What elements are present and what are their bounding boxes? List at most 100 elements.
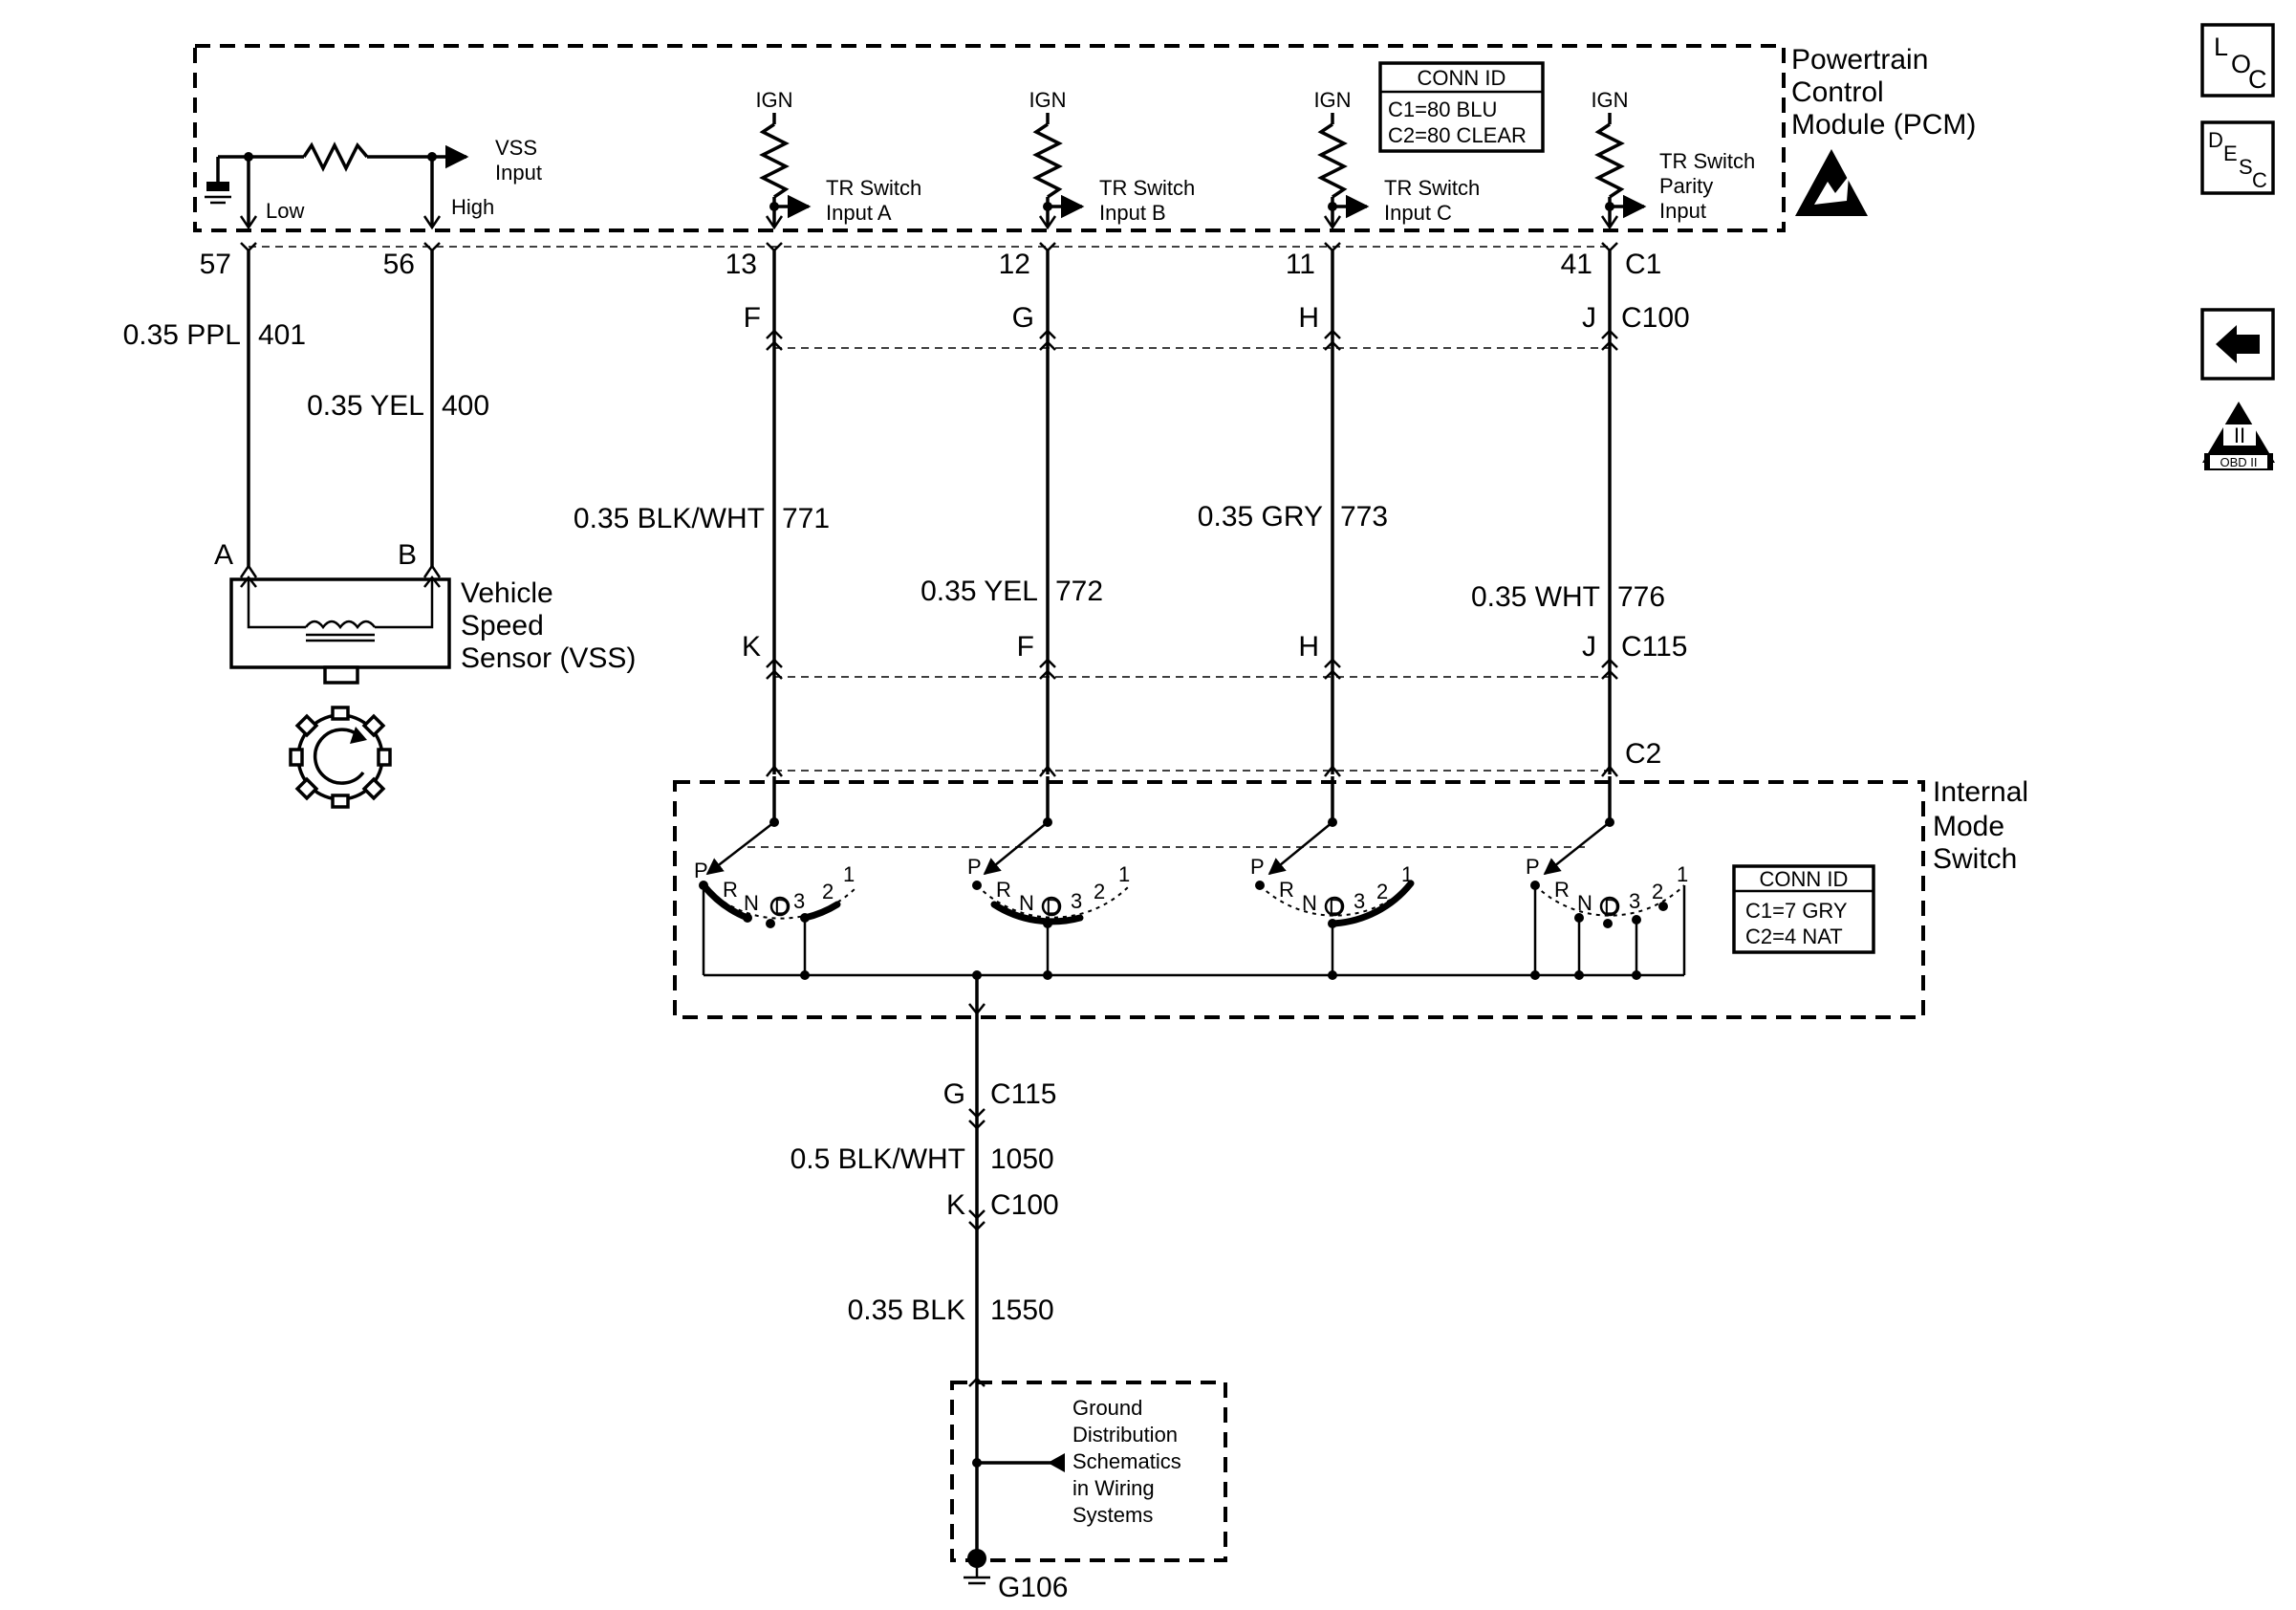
tr-parity-input-circuit: IGN TR Switch Parity Input: [1591, 88, 1755, 230]
c115-pin-f: F: [1017, 631, 1034, 663]
switch-parity-pos-d: D: [1604, 895, 1619, 919]
switch-b-pos-p: P: [967, 855, 982, 879]
ground-box-line3: Schematics: [1072, 1449, 1181, 1473]
pcm-conn-id-box: CONN ID C1=80 BLU C2=80 CLEAR: [1378, 61, 1545, 153]
back-arrow-icon[interactable]: [2200, 308, 2275, 381]
ign-label-c: IGN: [1313, 88, 1351, 112]
tr-input-c-circuit: IGN TR Switch Input C: [1313, 88, 1480, 230]
switch-parity-pos-3: 3: [1629, 889, 1640, 913]
pcm-title-line2: Control: [1791, 76, 1884, 108]
switch-c-pos-3: 3: [1354, 889, 1365, 913]
c115-pin-k: K: [742, 631, 761, 663]
vss-label-line2: Speed: [461, 610, 544, 642]
c115-pin-h: H: [1298, 631, 1319, 663]
vss-high-label: High: [451, 195, 494, 219]
input-a-label-line2: Input A: [826, 201, 892, 225]
svg-text:D: D: [2208, 128, 2223, 152]
ground-box-line2: Distribution: [1072, 1423, 1178, 1447]
wire-1550-number: 1550: [990, 1295, 1054, 1326]
switch-a-pos-1: 1: [843, 862, 855, 886]
c2-label: C2: [1625, 738, 1661, 770]
vss-label-line1: Vehicle: [461, 577, 553, 609]
switch-parity-pos-p: P: [1526, 855, 1540, 879]
switch-a-pos-p: P: [694, 859, 708, 882]
wire-773-gauge: 0.35 GRY: [1198, 501, 1323, 533]
switch-parity-contacts: P R N D 3 2 1: [1526, 855, 1688, 975]
parity-label-line2: Parity: [1659, 174, 1713, 198]
parity-label-line3: Input: [1659, 199, 1706, 223]
vss-wires: 0.35 PPL 401 0.35 YEL 400: [123, 242, 489, 578]
switch-b-contacts: P R N D 3 2 1: [967, 855, 1130, 975]
c100-pin-h: H: [1298, 302, 1319, 334]
input-b-label-line1: TR Switch: [1099, 176, 1195, 200]
pin-11: 11: [1286, 249, 1315, 280]
ign-label-b: IGN: [1029, 88, 1066, 112]
c100-label: C100: [1621, 302, 1690, 334]
switch-a-pos-2: 2: [822, 880, 834, 903]
connector-c1: C1: [1625, 249, 1661, 280]
svg-text:L: L: [2214, 33, 2228, 61]
mode-switch-conn-id-box: CONN ID C1=7 GRY C2=4 NAT: [1732, 864, 1875, 954]
switch-b-pos-1: 1: [1118, 862, 1130, 886]
switch-parity-pos-r: R: [1554, 878, 1570, 902]
c100-label-lower: C100: [990, 1189, 1059, 1221]
mode-switch-label-line2: Mode: [1933, 811, 2004, 842]
c100-pin-f: F: [744, 302, 761, 334]
c115-label-lower: C115: [990, 1078, 1057, 1110]
obd2-icon[interactable]: II OBD II: [2202, 402, 2275, 470]
input-a-label-line1: TR Switch: [826, 176, 921, 200]
tr-wires: [766, 242, 1618, 774]
c100-pin-g: G: [1012, 302, 1034, 334]
vehicle-speed-sensor: A B Vehicle Speed Sensor (VSS): [214, 539, 636, 809]
svg-text:E: E: [2223, 141, 2238, 165]
mode-switch-conn-id-c2: C2=4 NAT: [1745, 925, 1843, 948]
switch-b-pos-3: 3: [1071, 889, 1082, 913]
ground-box-line1: Ground: [1072, 1396, 1142, 1420]
svg-text:O: O: [2231, 50, 2251, 78]
wire-773-number: 773: [1340, 501, 1388, 533]
esd-warning-icon: [1795, 149, 1868, 216]
mode-switch-conn-id-c1: C1=7 GRY: [1745, 899, 1848, 923]
vss-input-circuit: Low High VSS Input: [205, 136, 542, 230]
vss-input-label-line1: VSS: [495, 136, 537, 160]
wire-772-gauge: 0.35 YEL: [921, 576, 1038, 607]
switch-b-pos-r: R: [996, 878, 1011, 902]
ground-box-line5: Systems: [1072, 1503, 1153, 1527]
mode-switch-label-line3: Switch: [1933, 843, 2017, 875]
internal-mode-switch: Internal Mode Switch CONN ID C1=7 GRY C2…: [673, 776, 2028, 1019]
ign-label-parity: IGN: [1591, 88, 1628, 112]
vss-pin-a: A: [214, 539, 233, 571]
connector-c115: K F H J C115: [742, 631, 1688, 680]
ground-circuit: G C115 0.5 BLK/WHT 1050 K C100 0.35 BLK …: [791, 1013, 1227, 1603]
pin-41: 41: [1561, 249, 1592, 280]
c100-pin-k: K: [946, 1189, 965, 1221]
wire-400-gauge: 0.35 YEL: [307, 390, 424, 422]
side-icons: L O C D E S C II OBD II: [2200, 23, 2275, 470]
tr-input-a-circuit: IGN TR Switch Input A: [755, 88, 921, 230]
switch-parity-pos-2: 2: [1652, 880, 1663, 903]
loc-icon[interactable]: L O C: [2200, 23, 2275, 98]
switch-a-pos-r: R: [723, 878, 738, 902]
wire-772-number: 772: [1055, 576, 1103, 607]
switch-c-pos-n: N: [1302, 891, 1317, 915]
wire-771-number: 771: [782, 503, 830, 534]
switch-c-contacts: P R N D 3 2 1: [1250, 855, 1415, 975]
vss-label-line3: Sensor (VSS): [461, 642, 636, 674]
input-c-label-line2: Input C: [1384, 201, 1452, 225]
wire-1050-number: 1050: [990, 1143, 1054, 1175]
svg-text:C: C: [2248, 65, 2267, 94]
vss-input-label-line2: Input: [495, 161, 542, 185]
mode-switch-label-line1: Internal: [1933, 776, 2028, 808]
wire-771-gauge: 0.35 BLK/WHT: [574, 503, 765, 534]
desc-icon[interactable]: D E S C: [2200, 120, 2275, 195]
switch-a-contacts: P R N D 3 2 1: [694, 859, 857, 975]
pcm-conn-id-title: CONN ID: [1418, 66, 1506, 90]
wire-401-number: 401: [258, 319, 306, 351]
c115-pin-g: G: [943, 1078, 965, 1110]
switch-b-pos-d: D: [1046, 895, 1061, 919]
parity-label-line1: TR Switch: [1659, 149, 1755, 173]
vss-pin-b: B: [398, 539, 417, 571]
c115-label: C115: [1621, 631, 1688, 663]
svg-text:II: II: [2234, 424, 2245, 447]
pcm-conn-id-c1: C1=80 BLU: [1388, 98, 1497, 121]
